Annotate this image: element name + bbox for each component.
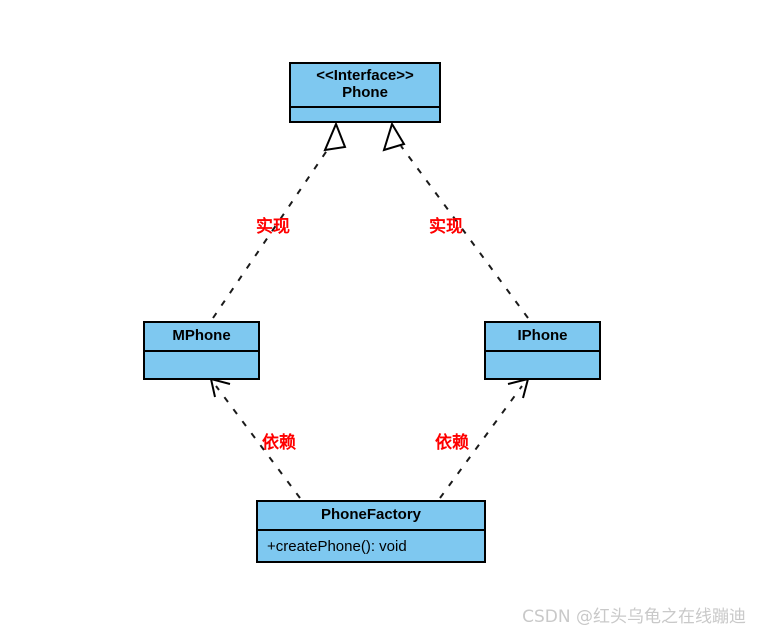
uml-class-phonefactory-header: PhoneFactory <box>258 502 484 529</box>
hollow-triangle-arrowhead-icon <box>382 121 406 152</box>
uml-class-mphone-members <box>145 352 258 378</box>
open-arrowhead-icon <box>210 378 231 398</box>
edge-label-dependency-mphone: 依赖 <box>262 433 296 453</box>
uml-class-phone[interactable]: <<Interface>> Phone <box>289 62 441 123</box>
uml-class-mphone-divider <box>145 350 258 352</box>
uml-class-phonefactory-divider <box>258 529 484 531</box>
uml-class-iphone-header: IPhone <box>486 323 599 350</box>
uml-class-iphone-members <box>486 352 599 378</box>
uml-class-phonefactory[interactable]: PhoneFactory +createPhone(): void <box>256 500 486 563</box>
hollow-triangle-arrowhead-icon <box>323 121 347 152</box>
edge-label-realization-mphone: 实现 <box>256 217 290 237</box>
uml-class-phone-divider <box>291 105 439 108</box>
uml-class-phonefactory-members: +createPhone(): void <box>258 531 484 561</box>
csdn-watermark: CSDN @红头乌龟之在线蹦迪 <box>522 607 746 627</box>
uml-class-iphone[interactable]: IPhone <box>484 321 601 380</box>
uml-class-phone-name: Phone <box>342 83 388 101</box>
uml-class-mphone-header: MPhone <box>145 323 258 350</box>
uml-class-phone-stereotype: <<Interface>> <box>316 66 414 84</box>
uml-class-mphone[interactable]: MPhone <box>143 321 260 380</box>
uml-class-iphone-divider <box>486 350 599 352</box>
uml-class-iphone-name: IPhone <box>517 327 568 345</box>
uml-class-phone-members <box>291 108 439 121</box>
uml-class-phonefactory-name: PhoneFactory <box>320 506 422 524</box>
uml-class-phone-header: <<Interface>> Phone <box>291 64 439 106</box>
edge-label-realization-iphone: 实现 <box>429 217 463 237</box>
uml-class-mphone-name: MPhone <box>172 327 231 345</box>
uml-method-createphone: +createPhone(): void <box>267 537 407 555</box>
edge-line-iphone-phone <box>400 145 529 319</box>
open-arrowhead-icon <box>507 378 529 399</box>
edge-label-dependency-iphone: 依赖 <box>435 433 469 453</box>
